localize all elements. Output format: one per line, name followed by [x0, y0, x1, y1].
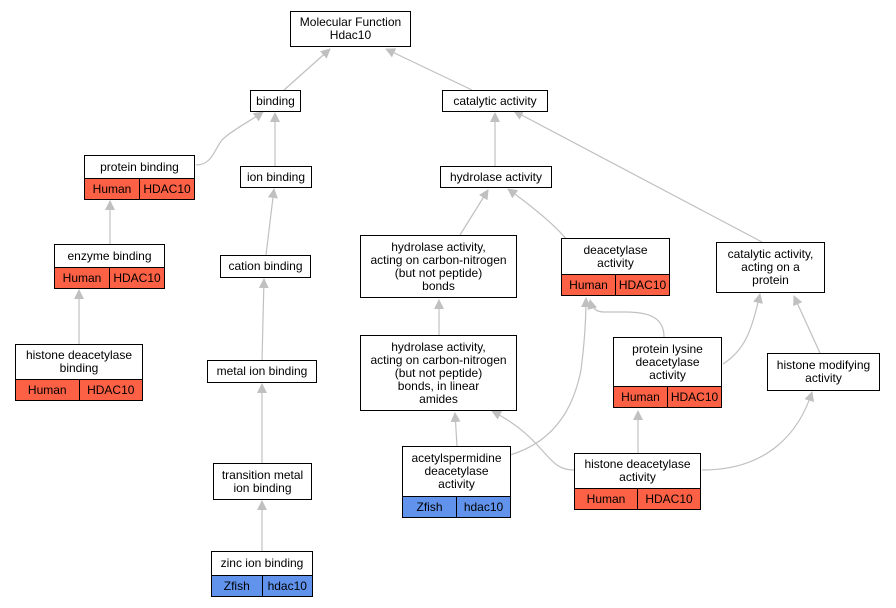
edge-hdac-activity-histone-modifying [701, 391, 815, 471]
node-label: enzyme binding [67, 248, 152, 263]
annotation-row: Human HDAC10 [85, 178, 194, 199]
gene-cell: HDAC10 [78, 380, 143, 400]
node-hydrolase-cn[interactable]: hydrolase activity, acting on carbon-nit… [360, 235, 517, 298]
node-hydrolase-cn-linear[interactable]: hydrolase activity, acting on carbon-nit… [360, 335, 517, 411]
edge-hydrolase-cn-hydrolase [459, 189, 489, 236]
node-label: cation binding [228, 259, 303, 273]
species-cell: Human [27, 382, 67, 397]
node-label: hydrolase activity, acting on carbon-nit… [370, 339, 507, 406]
edge-histone-modifying-catalytic-protein [793, 295, 821, 354]
annotation-row: Human HDAC10 [614, 386, 721, 407]
node-acetylspermidine-deacetylase[interactable]: acetylspermidine deacetylase activity Zf… [402, 446, 511, 518]
node-histone-deacetylase-binding[interactable]: histone deacetylase binding Human HDAC10 [15, 344, 143, 401]
annotation-row: Zfish hdac10 [212, 575, 312, 596]
gene-cell: HDAC10 [667, 387, 721, 407]
node-label: histone deacetylase binding [25, 348, 133, 375]
node-histone-deacetylase-activity[interactable]: histone deacetylase activity Human HDAC1… [574, 453, 701, 510]
species-cell: Human [92, 181, 132, 196]
edge-hdac-activity-hydrolase-cn-linear [491, 410, 575, 471]
edge-protein-binding-binding [195, 111, 264, 166]
gene-cell: HDAC10 [109, 268, 164, 288]
node-label: protein lysine deacetylase activity [632, 341, 703, 382]
edge-cation-binding-ion-binding [265, 188, 278, 256]
species-cell: Human [586, 491, 626, 506]
species-cell: Human [569, 277, 608, 292]
species-cell: Zfish [223, 578, 250, 593]
annotation-row: Human HDAC10 [55, 267, 164, 288]
edge-protein-lysine-catalytic-protein [722, 293, 763, 365]
annotation-row: Human HDAC10 [575, 488, 700, 509]
node-label: protein binding [100, 159, 179, 174]
node-label: histone deacetylase activity [584, 457, 691, 484]
node-hydrolase-activity[interactable]: hydrolase activity [440, 166, 552, 188]
gene-cell: HDAC10 [637, 489, 700, 509]
node-catalytic-activity[interactable]: catalytic activity [442, 90, 548, 112]
node-label: catalytic activity, acting on a protein [727, 247, 814, 287]
node-label: hydrolase activity, acting on carbon-nit… [370, 239, 507, 293]
annotation-row: Human HDAC10 [16, 379, 142, 400]
gene-cell: HDAC10 [615, 275, 669, 295]
node-metal-ion-binding[interactable]: metal ion binding [207, 360, 317, 383]
node-label: metal ion binding [216, 364, 308, 378]
species-cell: Zfish [416, 499, 443, 514]
gene-cell: HDAC10 [139, 179, 194, 199]
node-histone-modifying[interactable]: histone modifying activity [767, 353, 880, 391]
node-enzyme-binding[interactable]: enzyme binding Human HDAC10 [54, 244, 165, 289]
edge-protein-lysine-deacetylase [587, 299, 665, 338]
node-label: histone modifying activity [776, 358, 871, 385]
node-label: binding [256, 93, 295, 108]
node-label: transition metal ion binding [221, 467, 304, 495]
edge-metal-ion-cation-binding [258, 278, 269, 361]
edge-acetylspermidine-hydrolase-cn-linear [450, 412, 461, 447]
species-cell: Human [621, 389, 660, 404]
edge-acetylspermidine-deacetylase [509, 297, 591, 456]
node-label: Molecular Function Hdac10 [299, 15, 402, 42]
gene-cell: hdac10 [456, 497, 510, 517]
node-zinc-ion-binding[interactable]: zinc ion binding Zfish hdac10 [211, 551, 313, 597]
node-transition-metal[interactable]: transition metal ion binding [213, 463, 312, 500]
node-label: zinc ion binding [220, 556, 304, 570]
edge-catalytic-root [385, 48, 473, 91]
node-label: acetylspermidine deacetylase activity [411, 451, 502, 491]
node-cation-binding[interactable]: cation binding [220, 255, 311, 278]
annotation-row: Human HDAC10 [562, 274, 669, 295]
node-label: catalytic activity [453, 93, 537, 108]
node-protein-binding[interactable]: protein binding Human HDAC10 [84, 155, 195, 200]
node-label: hydrolase activity [449, 169, 543, 184]
node-deacetylase-activity[interactable]: deacetylase activity Human HDAC10 [561, 238, 670, 296]
node-molecular-function[interactable]: Molecular Function Hdac10 [290, 11, 411, 47]
node-binding[interactable]: binding [250, 90, 301, 112]
edge-catalytic-protein-catalytic [513, 110, 763, 243]
node-label: deacetylase activity [583, 242, 648, 270]
node-catalytic-protein[interactable]: catalytic activity, acting on a protein [716, 242, 825, 293]
edge-binding-root [283, 48, 331, 91]
node-label: ion binding [246, 169, 306, 184]
node-protein-lysine-deacetylase[interactable]: protein lysine deacetylase activity Huma… [613, 337, 722, 408]
species-cell: Human [62, 270, 102, 285]
edge-deacetylase-hydrolase [507, 188, 568, 241]
annotation-row: Zfish hdac10 [403, 496, 510, 517]
gene-cell: hdac10 [261, 576, 313, 596]
node-ion-binding[interactable]: ion binding [240, 166, 312, 188]
